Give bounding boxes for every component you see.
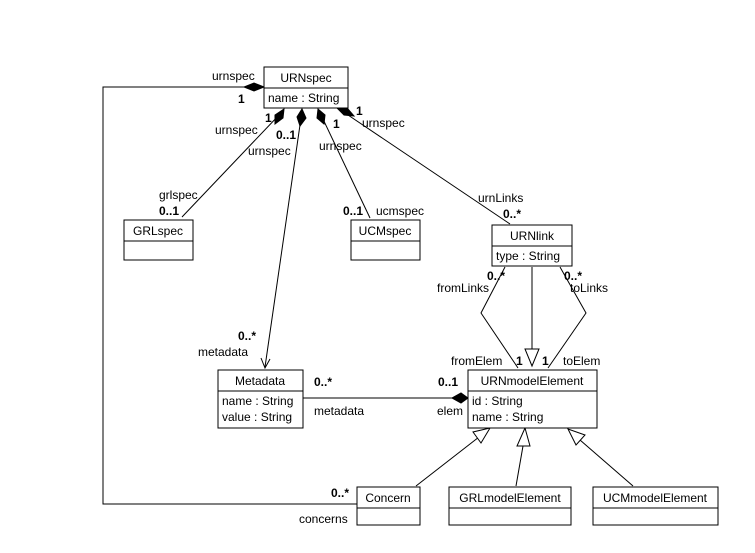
- class-attribute: name : String: [222, 394, 293, 408]
- class-metadata: Metadata name : String value : String: [217, 369, 304, 429]
- urnlink-urnmodelelement-triangle: [524, 348, 540, 368]
- class-attribute: id : String: [472, 394, 523, 408]
- urnspec-grlspec-line: [181, 113, 281, 218]
- multiplicity-label: 0..*: [238, 329, 256, 343]
- role-label: urnspec: [215, 123, 258, 137]
- multiplicity-label: 0..1: [159, 204, 179, 218]
- role-label: elem: [437, 404, 463, 418]
- urnspec-ucmspec-line: [321, 116, 371, 219]
- role-label: fromLinks: [437, 281, 489, 295]
- multiplicity-label: 1: [542, 354, 549, 368]
- class-ucmspec: UCMspec: [350, 219, 421, 261]
- class-name: GRLspec: [133, 224, 183, 238]
- class-attribute: value : String: [222, 410, 292, 424]
- class-urnlink: URNlink type : String: [491, 224, 573, 267]
- concerns-association-line: [102, 86, 357, 505]
- multiplicity-label: 1: [333, 117, 340, 131]
- role-label: urnspec: [362, 116, 405, 130]
- class-concern: Concern: [356, 486, 421, 526]
- urnspec-urnlink-line: [347, 114, 511, 225]
- multiplicity-label: 1: [265, 111, 272, 125]
- class-name: UCMspec: [359, 224, 412, 238]
- multiplicity-label: 1: [238, 92, 245, 106]
- ucmmodelelement-generalization-triangle: [566, 428, 586, 446]
- urnspec-urnlink-composition-diamond: [336, 108, 356, 117]
- role-label: urnspec: [319, 139, 362, 153]
- grlmodelelement-generalization-line: [515, 445, 524, 487]
- multiplicity-label: 1: [516, 354, 523, 368]
- metadata-elem-composition-diamond: [450, 392, 469, 404]
- class-name: URNspec: [280, 71, 331, 85]
- class-attribute: name : String: [268, 91, 339, 105]
- class-name: GRLmodelElement: [459, 491, 561, 505]
- class-name: URNlink: [510, 229, 555, 243]
- multiplicity-label: 0..*: [331, 486, 349, 500]
- role-label: urnspec: [248, 144, 291, 158]
- class-urnspec: URNspec name : String: [263, 66, 349, 109]
- multiplicity-label: 0..*: [503, 207, 521, 221]
- role-label: urnLinks: [478, 191, 523, 205]
- multiplicity-label: 0..1: [438, 375, 458, 389]
- class-name: Metadata: [235, 374, 285, 388]
- multiplicity-label: 0..*: [487, 269, 505, 283]
- concern-generalization-triangle: [472, 427, 492, 444]
- ucmmodelelement-generalization-line: [579, 439, 634, 487]
- class-ucmmodelelement: UCMmodelElement: [592, 486, 719, 526]
- class-attribute: type : String: [496, 249, 560, 263]
- concern-generalization-line: [415, 436, 480, 487]
- role-label: fromElem: [451, 354, 502, 368]
- class-grlspec: GRLspec: [123, 219, 194, 261]
- class-name: Concern: [365, 491, 410, 505]
- multiplicity-label: 1: [356, 104, 363, 118]
- multiplicity-label: 0..1: [276, 128, 296, 142]
- urnspec-ucmspec-composition-diamond: [316, 108, 326, 125]
- grlmodelelement-generalization-triangle: [516, 426, 531, 447]
- urnspec-metadata-arrowhead: [260, 357, 271, 370]
- role-label: urnspec: [212, 69, 255, 83]
- urnspec-metadata-line: [264, 117, 302, 368]
- role-label: metadata: [314, 404, 364, 418]
- tolinks-association-line: [547, 266, 587, 369]
- role-label: toElem: [563, 354, 600, 368]
- class-urnmodelelement: URNmodelElement id : String name : Strin…: [467, 369, 598, 429]
- class-name: UCMmodelElement: [603, 491, 708, 505]
- role-label: grlspec: [159, 188, 198, 202]
- multiplicity-label: 0..*: [564, 269, 582, 283]
- fromlinks-association-line: [480, 266, 519, 369]
- urnspec-metadata-composition-diamond: [296, 107, 307, 128]
- role-label: metadata: [198, 345, 248, 359]
- role-label: concerns: [299, 512, 348, 526]
- class-name: URNmodelElement: [481, 374, 584, 388]
- role-label: toLinks: [570, 281, 608, 295]
- urnspec-grlspec-composition-diamond: [274, 107, 285, 125]
- multiplicity-label: 0..*: [314, 375, 332, 389]
- class-attribute: name : String: [472, 410, 543, 424]
- class-grlmodelelement: GRLmodelElement: [448, 486, 572, 526]
- urnspec-concerns-composition-diamond: [242, 82, 266, 92]
- role-label: ucmspec: [376, 204, 424, 218]
- multiplicity-label: 0..1: [343, 204, 363, 218]
